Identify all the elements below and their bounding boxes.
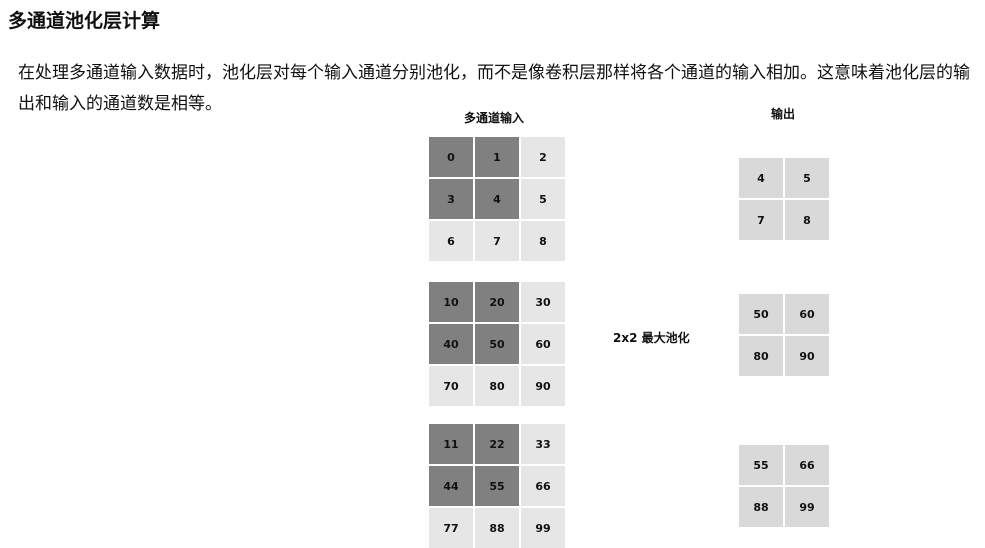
input-cell: 8 xyxy=(521,221,565,261)
input-cell: 3 xyxy=(429,179,473,219)
output-cell: 4 xyxy=(739,158,783,198)
intro-paragraph: 在处理多通道输入数据时，池化层对每个输入通道分别池化，而不是像卷积层那样将各个通… xyxy=(18,63,970,114)
output-cell: 50 xyxy=(739,294,783,334)
output-cell: 8 xyxy=(785,200,829,240)
output-cell: 7 xyxy=(739,200,783,240)
input-cell: 99 xyxy=(521,508,565,548)
input-cell: 11 xyxy=(429,424,473,464)
input-cell: 2 xyxy=(521,137,565,177)
input-label: 多通道输入 xyxy=(464,111,525,125)
input-cell: 0 xyxy=(429,137,473,177)
output-cell: 88 xyxy=(739,487,783,527)
input-cell: 44 xyxy=(429,466,473,506)
input-cell: 50 xyxy=(475,324,519,364)
input-cell: 40 xyxy=(429,324,473,364)
input-cell: 60 xyxy=(521,324,565,364)
input-cell: 90 xyxy=(521,366,565,406)
input-cell: 1 xyxy=(475,137,519,177)
input-cell: 70 xyxy=(429,366,473,406)
input-cell: 66 xyxy=(521,466,565,506)
input-cell: 22 xyxy=(475,424,519,464)
input-cell: 6 xyxy=(429,221,473,261)
input-cell: 5 xyxy=(521,179,565,219)
output-cell: 55 xyxy=(739,445,783,485)
output-label: 输出 xyxy=(771,107,796,121)
output-cell: 66 xyxy=(785,445,829,485)
input-cell: 33 xyxy=(521,424,565,464)
input-cell: 20 xyxy=(475,282,519,322)
output-cell: 80 xyxy=(739,336,783,376)
input-cell: 30 xyxy=(521,282,565,322)
input-cell: 55 xyxy=(475,466,519,506)
operation-label: 2x2 最大池化 xyxy=(613,331,690,345)
input-cell: 7 xyxy=(475,221,519,261)
input-cell: 88 xyxy=(475,508,519,548)
input-cell: 80 xyxy=(475,366,519,406)
input-cell: 77 xyxy=(429,508,473,548)
input-cell: 10 xyxy=(429,282,473,322)
page-title: 多通道池化层计算 xyxy=(8,10,161,32)
input-cell: 4 xyxy=(475,179,519,219)
output-cell: 90 xyxy=(785,336,829,376)
output-cell: 5 xyxy=(785,158,829,198)
output-cell: 60 xyxy=(785,294,829,334)
output-cell: 99 xyxy=(785,487,829,527)
